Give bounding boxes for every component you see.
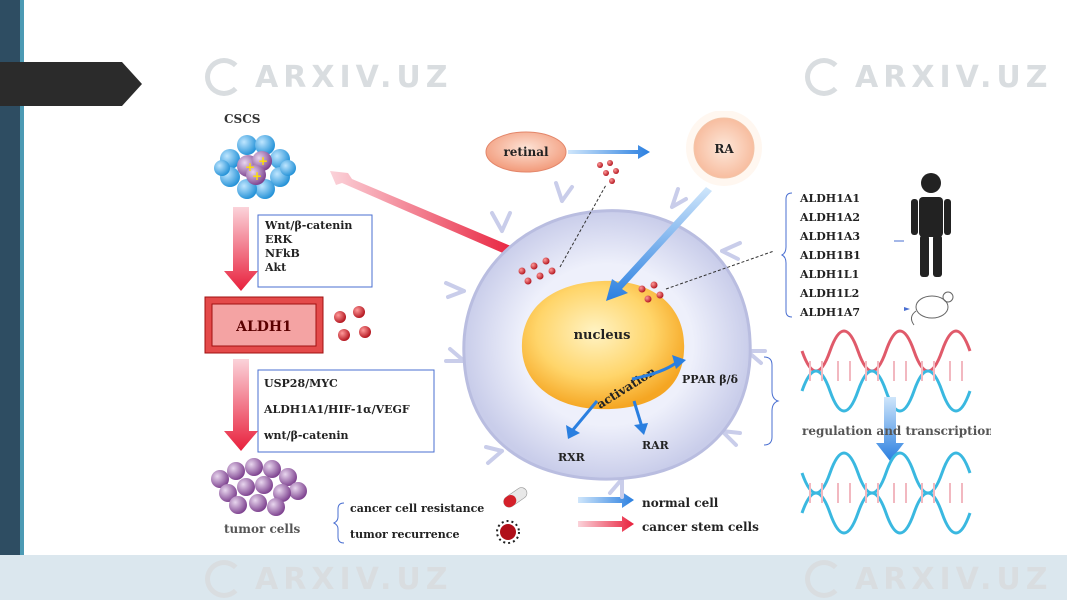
ra-label: RA (714, 142, 734, 156)
aldh1-box: ALDH1 (204, 296, 324, 354)
watermark-logo-icon (805, 560, 843, 598)
slide-title-tab (0, 62, 142, 106)
slide-left-bar-edge (20, 0, 24, 600)
downstream-item: wnt/β-catenin (263, 429, 349, 442)
dna-helix-bottom-icon (800, 451, 972, 535)
watermark-logo-icon (805, 58, 843, 96)
isoform-item: ALDH1L1 (799, 268, 859, 281)
legend-cancer-arrow (578, 516, 634, 532)
red-arrow-down-1 (224, 207, 258, 291)
cscs-cluster-icon: + + + (214, 135, 296, 199)
downstream-item: USP28/MYC (264, 377, 338, 390)
downstream-list: USP28/MYC ALDH1A1/HIF-1α/VEGF wnt/β-cate… (263, 377, 410, 442)
aldh1-label: ALDH1 (235, 319, 292, 335)
aldh-molecules-icon (334, 306, 371, 341)
blue-arrow-ra-to-nucleus (606, 187, 712, 301)
arrow-to-rar-head (634, 423, 648, 435)
outcome-recurrence: tumor recurrence (350, 528, 459, 541)
cscs-label: CSCS (224, 112, 260, 126)
outcome-resistance: cancer cell resistance (350, 502, 484, 515)
rar-label: RAR (642, 439, 670, 452)
downstream-item: ALDH1A1/HIF-1α/VEGF (263, 403, 410, 416)
retinal-label: retinal (503, 145, 549, 159)
pathway-list: Wnt/β-catenin ERK NFkB Akt (264, 219, 352, 274)
isoform-mouse-connector (904, 307, 910, 311)
svg-text:+: + (252, 169, 262, 183)
pill-capsule-icon (503, 487, 528, 508)
ra-circle: RA (686, 111, 762, 186)
molecules-right-icon (638, 281, 664, 303)
isoform-item: ALDH1A2 (799, 211, 860, 224)
svg-text:+: + (245, 160, 255, 174)
red-arrow-to-cscs (330, 171, 518, 257)
watermark-logo-icon (205, 58, 243, 96)
diagram-figure: CSCS + + + Wnt/β-catenin ERK NFkB Akt AL… (202, 111, 991, 553)
pathway-item: NFkB (265, 247, 300, 260)
tumor-cells-icon (211, 458, 307, 516)
arrow-to-ppar-head (672, 355, 686, 369)
slide-bottom-band (0, 555, 1067, 600)
tumor-cells-label: tumor cells (224, 522, 301, 536)
watermark-top-left: ARXIV.UZ (205, 58, 452, 96)
arrow-to-rxr (570, 400, 599, 432)
watermark-top-right: ARXIV.UZ (805, 58, 1052, 96)
pathway-item: Akt (264, 261, 287, 274)
pathway-item: Wnt/β-catenin (264, 219, 352, 232)
outcome-brace (332, 502, 345, 544)
svg-text:+: + (258, 154, 268, 168)
ppar-label: PPAR β/δ (682, 373, 738, 386)
rxr-label: RXR (558, 451, 586, 464)
watermark-bottom-right: ARXIV.UZ (805, 560, 1052, 598)
pathway-box (257, 214, 373, 288)
molecules-left-icon (518, 257, 556, 285)
dashed-line-molecules (559, 184, 607, 268)
mouse-icon (910, 291, 954, 326)
regulation-label: regulation and transcription (802, 424, 991, 438)
isoform-item: ALDH1A7 (799, 306, 860, 319)
blue-arrow-dna-down (876, 397, 904, 461)
legend-normal-arrow (578, 492, 634, 508)
isoform-list: ALDH1A1 ALDH1A2 ALDH1A3 ALDH1B1 ALDH1L1 … (799, 192, 861, 319)
dna-helix-top-icon (800, 329, 972, 413)
isoform-item: ALDH1A3 (799, 230, 860, 243)
molecules-top-icon (597, 160, 619, 184)
arrow-to-ppar (631, 361, 677, 381)
retinal-pill: retinal (485, 131, 567, 173)
isoform-item: ALDH1A1 (799, 192, 860, 205)
blue-arrow-retinal-to-ra (568, 145, 650, 159)
nucleus: nucleus (521, 280, 685, 410)
isoform-brace (780, 192, 793, 318)
arrow-to-rxr-head (566, 425, 580, 439)
dna-brace (763, 356, 780, 446)
watermark-bottom-left: ARXIV.UZ (205, 560, 452, 598)
legend-normal-label: normal cell (642, 496, 719, 510)
watermark-logo-icon (205, 560, 243, 598)
isoform-item: ALDH1B1 (799, 249, 861, 262)
slide-left-bar (0, 0, 20, 600)
virus-icon (496, 520, 520, 544)
red-arrow-down-2 (224, 359, 258, 451)
downstream-box (257, 369, 435, 453)
legend-cancer-label: cancer stem cells (642, 520, 759, 534)
dashed-line-isoforms (665, 250, 775, 290)
human-figure-icon (911, 173, 951, 277)
isoform-item: ALDH1L2 (799, 287, 859, 300)
pathway-item: ERK (265, 233, 293, 246)
nucleus-label: nucleus (574, 328, 631, 343)
arrow-to-rar (632, 400, 644, 428)
